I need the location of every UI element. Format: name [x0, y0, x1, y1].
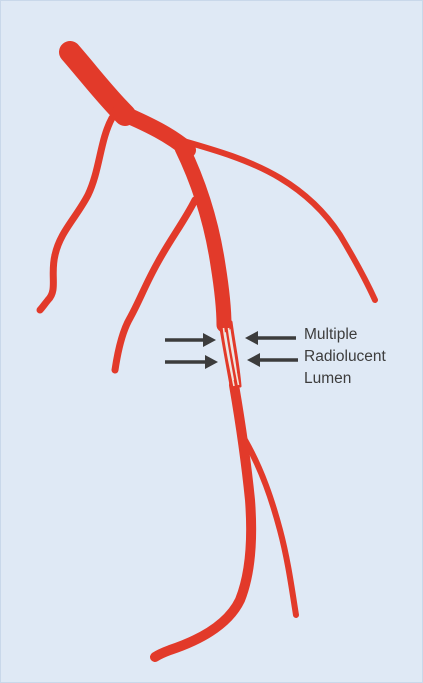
arrow-left-icon	[247, 353, 298, 367]
annotation-line-1: Multiple	[304, 325, 357, 345]
radiolucent-lumen-segment	[221, 322, 240, 388]
annotation-line-3: Lumen	[304, 369, 351, 389]
artery-left-middle-branch	[115, 200, 195, 370]
annotation-line-2: Radiolucent	[304, 347, 386, 367]
artery-descending-upper	[182, 148, 224, 325]
artery-descending-lower	[155, 385, 251, 657]
arrow-right-icon	[165, 333, 216, 347]
arrow-right-icon	[165, 355, 218, 369]
artery-left-upper-branch	[40, 118, 112, 310]
arrow-left-icon	[245, 331, 296, 345]
